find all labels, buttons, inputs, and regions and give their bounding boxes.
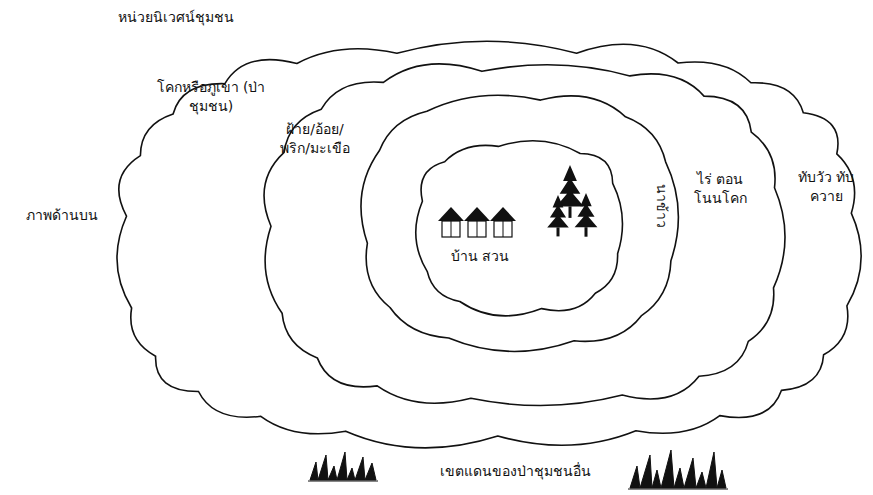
cloud-path xyxy=(264,64,785,406)
cloud-path xyxy=(117,41,861,448)
tree-trunk xyxy=(585,227,588,237)
house-post xyxy=(503,221,504,237)
house-roof xyxy=(438,207,464,221)
zone-cloud: บ้าน สวน นาข้าว ฝ้าย/อ้อย/พริก/มะเขือไร่ ต… xyxy=(112,38,866,450)
house-icon xyxy=(490,207,516,237)
zone-label: นาข้าว xyxy=(653,184,672,228)
house-wall xyxy=(468,221,486,237)
house-post xyxy=(451,221,452,237)
cloud-path xyxy=(416,141,623,316)
tree-crown xyxy=(556,165,584,206)
figure-label: ภาพด้านบน xyxy=(26,206,98,225)
house-roof xyxy=(490,207,516,221)
house-roof xyxy=(464,207,490,221)
zone-label: ทับวัว ทับควาย xyxy=(796,168,856,206)
tree-trunk xyxy=(557,227,560,236)
cloud-path xyxy=(361,95,678,351)
zone-label: โคกหรือภูเขา (ป่าชุมชน) xyxy=(156,78,266,116)
tree-icon xyxy=(547,195,569,236)
tree-crown xyxy=(547,195,569,227)
zone-cloud: บ้าน สวน นาข้าว ฝ้าย/อ้อย/พริก/มะเขือไร่ ต… xyxy=(258,58,790,412)
zone-label: บ้าน สวน xyxy=(425,247,535,266)
house-post xyxy=(477,221,478,237)
grass-tuft-left xyxy=(308,452,378,481)
tree-trunk xyxy=(569,206,572,218)
figure-label: หน่วยนิเวศน์ชุมชน xyxy=(118,8,234,27)
grass-tuft-right xyxy=(628,450,728,489)
tree-crown xyxy=(575,193,598,227)
zone-label: ฝ้าย/อ้อย/พริก/มะเขือ xyxy=(272,120,358,158)
house-icon xyxy=(464,207,490,237)
house-icon xyxy=(438,207,464,237)
zone-cloud: บ้าน สวน xyxy=(410,135,630,320)
zone-label: ไร่ ตอน โนนโคก xyxy=(688,170,752,208)
tree-icon xyxy=(575,193,598,237)
house-wall xyxy=(442,221,460,237)
boundary-label: เขตแดนของป่าชุมชนอื่น xyxy=(440,462,591,481)
house-wall xyxy=(494,221,512,237)
zone-cloud: บ้าน สวน นาข้าว xyxy=(355,88,685,355)
village-illustration xyxy=(410,135,630,320)
